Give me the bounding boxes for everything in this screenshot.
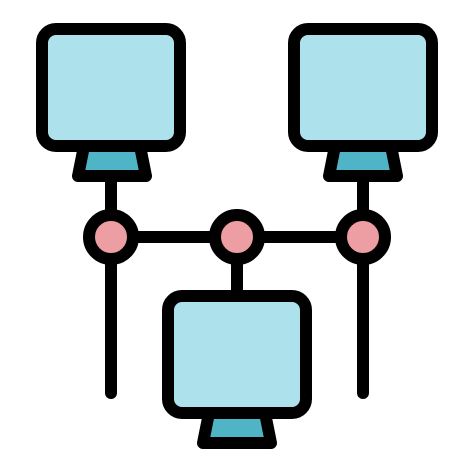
node-right	[335, 209, 391, 265]
monitor-top-left	[36, 23, 186, 182]
monitor-screen	[162, 290, 312, 419]
monitor-bottom-center	[162, 290, 312, 449]
monitor-screen	[36, 23, 186, 152]
node-center	[209, 209, 265, 265]
connection-nodes	[83, 209, 391, 265]
monitor-screen	[288, 23, 438, 152]
monitor-top-right	[288, 23, 438, 182]
node-left	[83, 209, 139, 265]
